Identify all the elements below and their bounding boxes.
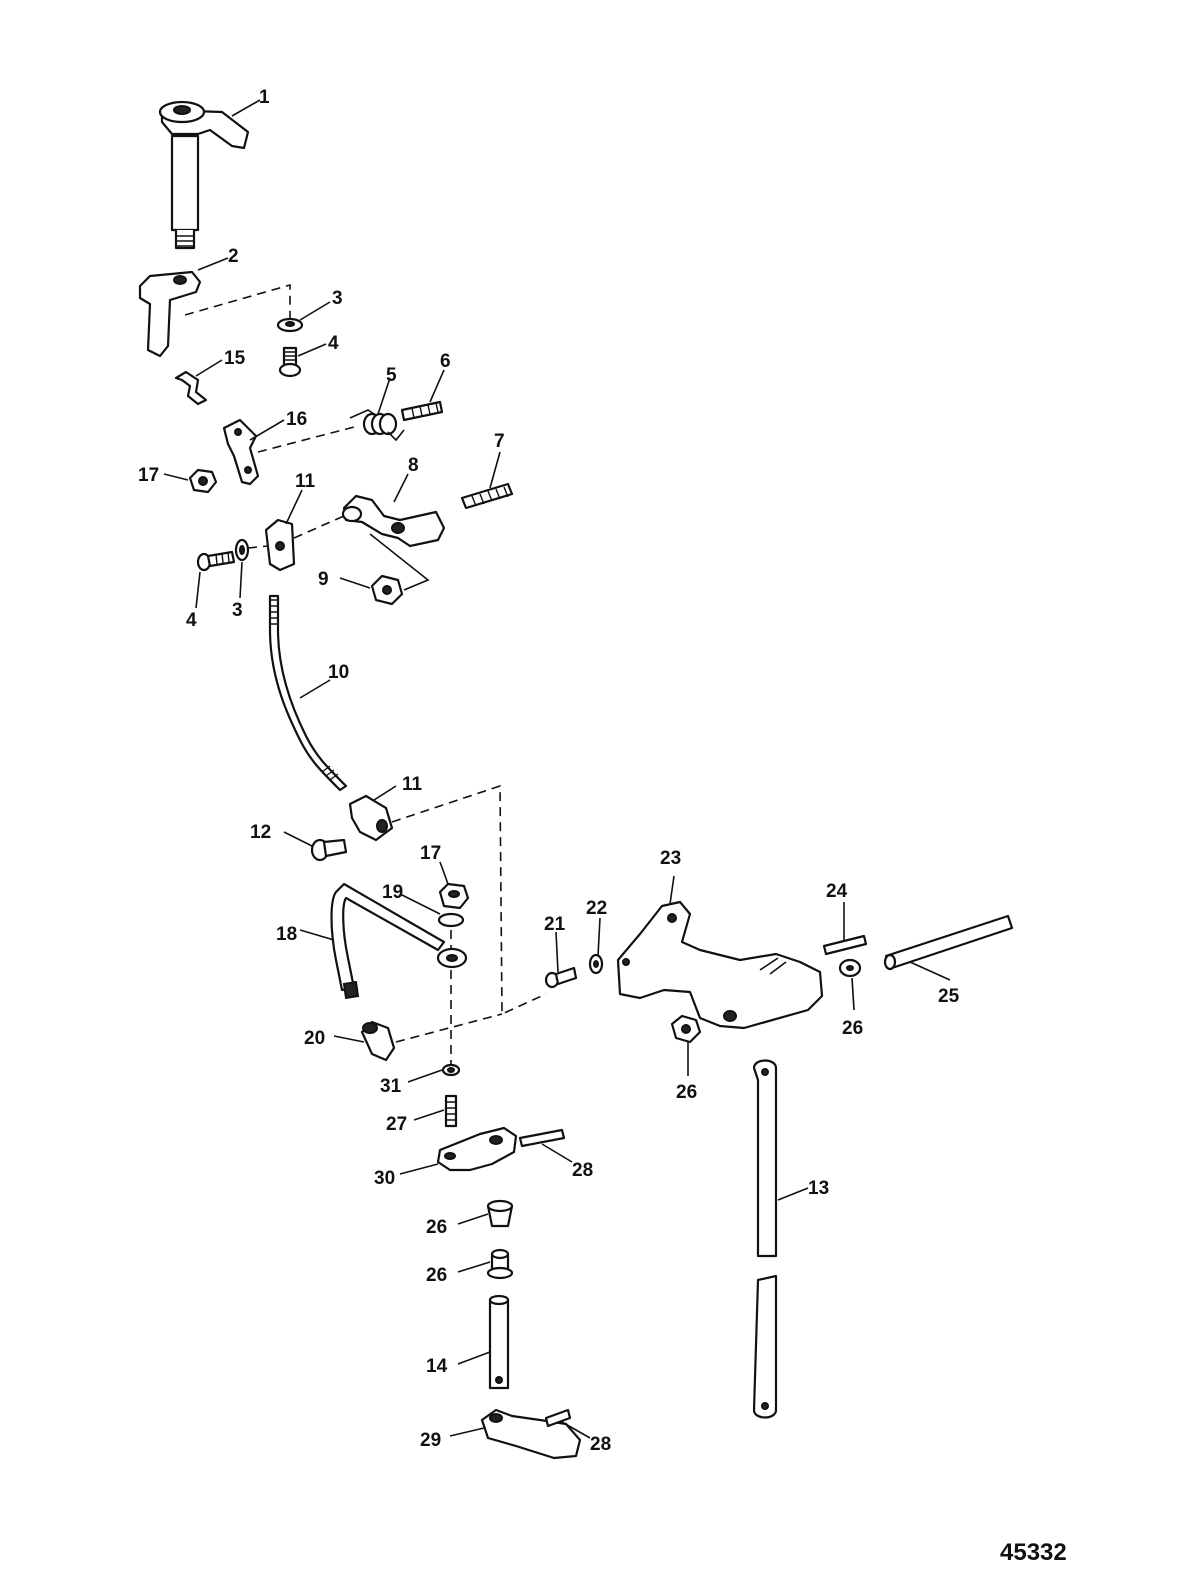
part-14-shaft: [488, 1294, 510, 1390]
part-16-arm: [222, 418, 260, 486]
callout-6: 6: [440, 351, 451, 372]
part-24-pin: [822, 934, 868, 956]
part-18-bent-rod: [330, 882, 468, 1000]
part-12-pin: [310, 838, 348, 862]
part-11-link-end-lower: [348, 794, 394, 842]
part-3-washer: [276, 317, 304, 333]
callout-7: 7: [494, 431, 505, 452]
part-26-bushing: [486, 1199, 514, 1228]
callout-29: 29: [420, 1430, 441, 1451]
callout-8: 8: [408, 455, 419, 476]
callout-26: 26: [676, 1082, 697, 1103]
part-21-screw: [544, 966, 578, 989]
callout-10: 10: [328, 662, 349, 683]
callout-labels: 1 2 3 4 15 5 6 16 17 7 8 11 9 4 3 10 11 …: [138, 87, 960, 1455]
leader-dash-11-21: [391, 784, 547, 1016]
callout-2: 2: [228, 246, 239, 267]
part-20-bushing: [360, 1020, 396, 1062]
part-5-spring: [349, 409, 405, 442]
part-2-shift-lever: [138, 270, 202, 358]
leader-dash-3-11: [247, 545, 269, 549]
callout-21: 21: [544, 914, 566, 935]
part-6-stud: [400, 400, 444, 422]
part-4-screw: [278, 346, 302, 378]
callout-20: 20: [304, 1028, 325, 1049]
callout-28: 28: [572, 1160, 593, 1181]
callout-23: 23: [660, 848, 681, 869]
part-19-washer: [437, 912, 465, 928]
callout-3: 3: [332, 288, 343, 309]
part-17-nut-lower: [438, 882, 470, 910]
callout-19: 19: [382, 882, 403, 903]
leader-dash-20-21: [395, 1013, 503, 1043]
leader-dash-16-5: [257, 425, 359, 453]
part-27-stud: [444, 1094, 458, 1128]
callout-26: 26: [842, 1018, 863, 1039]
part-26-bushing-lower: [486, 1248, 514, 1280]
part-25-shaft: [883, 914, 1014, 971]
callout-15: 15: [224, 348, 246, 369]
part-8-shift-arm: [341, 494, 446, 548]
part-10-shift-rod: [268, 594, 348, 792]
callout-26: 26: [426, 1217, 447, 1238]
leader-dash-11-8: [293, 515, 345, 539]
part-28-pin-lower: [544, 1408, 572, 1428]
callout-13: 13: [808, 1178, 829, 1199]
part-30-lever: [436, 1126, 518, 1172]
part-26-bushing-under: [670, 1014, 702, 1044]
callout-14: 14: [426, 1356, 448, 1377]
callout-24: 24: [826, 881, 848, 902]
part-9-nut: [370, 574, 404, 606]
callout-17: 17: [420, 843, 441, 864]
part-29-lever: [480, 1408, 582, 1460]
part-22-washer: [588, 953, 604, 975]
callout-18: 18: [276, 924, 297, 945]
callout-31: 31: [380, 1076, 402, 1097]
part-1-shift-shaft: [158, 100, 250, 250]
part-7-stud: [460, 482, 514, 510]
callout-22: 22: [586, 898, 607, 919]
callout-27: 27: [386, 1114, 407, 1135]
callout-25: 25: [938, 986, 960, 1007]
part-13-link: [752, 1059, 778, 1419]
part-23-bracket: [616, 900, 824, 1030]
part-28-pin: [518, 1128, 566, 1148]
callout-12: 12: [250, 822, 271, 843]
callout-4: 4: [186, 610, 197, 631]
bracket-8-9: [369, 533, 430, 591]
callout-26: 26: [426, 1265, 447, 1286]
callout-1: 1: [259, 87, 270, 108]
leader-dash-2-3: [184, 283, 291, 322]
part-17-nut: [188, 468, 218, 494]
callout-30: 30: [374, 1168, 395, 1189]
callout-9: 9: [318, 569, 329, 590]
part-3-washer-lower: [234, 538, 250, 562]
callout-17: 17: [138, 465, 159, 486]
part-15-clip: [174, 370, 208, 406]
figure-number: 45332: [1000, 1539, 1067, 1566]
part-11-link-end: [264, 518, 296, 572]
callout-3: 3: [232, 600, 243, 621]
callout-11: 11: [402, 774, 423, 795]
leader-lines: [163, 99, 951, 1439]
part-4-screw-lower: [196, 550, 236, 572]
callout-16: 16: [286, 409, 307, 430]
callout-28: 28: [590, 1434, 611, 1455]
part-26-bushing-right: [838, 958, 862, 978]
part-31-washer: [441, 1063, 461, 1077]
callout-4: 4: [328, 333, 339, 354]
callout-11: 11: [295, 471, 316, 492]
callout-5: 5: [386, 365, 397, 386]
